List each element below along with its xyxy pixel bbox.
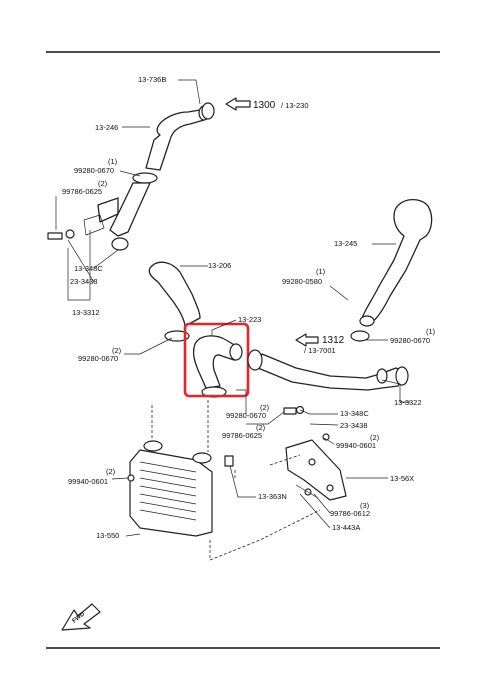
leader-lines — [55, 79, 410, 537]
stud-13-363n[interactable] — [224, 455, 234, 467]
bolt-99940-0601-left[interactable] — [127, 474, 135, 482]
label-99786-0625-a: 99786-0625 — [62, 187, 102, 196]
label-qty-2e: (2) — [370, 433, 380, 442]
ref-arrow-1300 — [225, 97, 251, 111]
label-13-246: 13-246 — [95, 123, 118, 132]
clamp-upper-left[interactable] — [132, 172, 158, 184]
label-qty-2a: (2) — [98, 179, 108, 188]
alignment-lines-2 — [234, 454, 301, 480]
bolt-99786-0625-left[interactable] — [47, 229, 75, 240]
label-13-3322: 13-3322 — [394, 398, 422, 407]
label-ref-13-230: / 13-230 — [281, 101, 309, 110]
label-qty-2b: (2) — [112, 346, 122, 355]
pipe-13-3322[interactable] — [247, 349, 409, 391]
label-13-56x: 13-56X — [390, 474, 414, 483]
bolt-99786-0625-right[interactable] — [283, 405, 305, 415]
label-ref-1312: 1312 — [322, 335, 345, 346]
label-13-206: 13-206 — [208, 261, 231, 270]
hose-13-223[interactable] — [192, 335, 243, 398]
bolt-13-443a[interactable] — [295, 484, 319, 499]
label-qty-1b: (1) — [316, 267, 326, 276]
label-ref-13-7001: / 13-7001 — [304, 346, 336, 355]
label-13-443a: 13-443A — [332, 523, 360, 532]
label-qty-1a: (1) — [108, 157, 118, 166]
label-99280-0670-b: 99280-0670 — [78, 354, 118, 363]
label-13-363n: 13-363N — [258, 492, 287, 501]
label-99940-0601-a: 99940-0601 — [336, 441, 376, 450]
label-qty-2d: (2) — [256, 423, 266, 432]
label-qty-3: (3) — [360, 501, 370, 510]
label-13-245: 13-245 — [334, 239, 357, 248]
label-99786-0625-b: 99786-0625 — [222, 431, 262, 440]
label-qty-2c: (2) — [260, 403, 270, 412]
fwd-arrow-icon: FWD — [61, 603, 101, 631]
label-13-223: 13-223 — [238, 315, 261, 324]
intercooler-13-550[interactable] — [129, 440, 213, 537]
hose-13-206[interactable] — [148, 261, 201, 342]
label-ref-1300: 1300 — [253, 100, 276, 111]
hose-13-245[interactable] — [350, 199, 433, 342]
label-13-3312: 13-3312 — [72, 308, 100, 317]
label-99786-0612: 99786-0612 — [330, 509, 370, 518]
hose-13-246[interactable] — [145, 105, 210, 171]
label-qty-2f: (2) — [106, 467, 116, 476]
label-23-3438-b: 23-3438 — [340, 421, 368, 430]
label-13-736b: 13-736B — [138, 75, 166, 84]
label-99280-0670-d: 99280-0670 — [226, 411, 266, 420]
label-qty-1c: (1) — [426, 327, 436, 336]
label-13-550: 13-550 — [96, 531, 119, 540]
label-13-348c-b: 13-348C — [340, 409, 369, 418]
pipe-upper-left[interactable] — [83, 182, 151, 251]
label-23-3438-a: 23-3438 — [70, 277, 98, 286]
label-99940-0601-b: 99940-0601 — [68, 477, 108, 486]
label-13-348c-a: 13-348C — [74, 264, 103, 273]
label-99280-0670-c: 99280-0670 — [390, 336, 430, 345]
label-99280-0670-a: 99280-0670 — [74, 166, 114, 175]
clamp-13-736b[interactable] — [201, 102, 215, 120]
label-99280-0580: 99280-0580 — [282, 277, 322, 286]
alignment-lines — [151, 400, 321, 561]
ref-arrow-1312 — [295, 333, 319, 347]
